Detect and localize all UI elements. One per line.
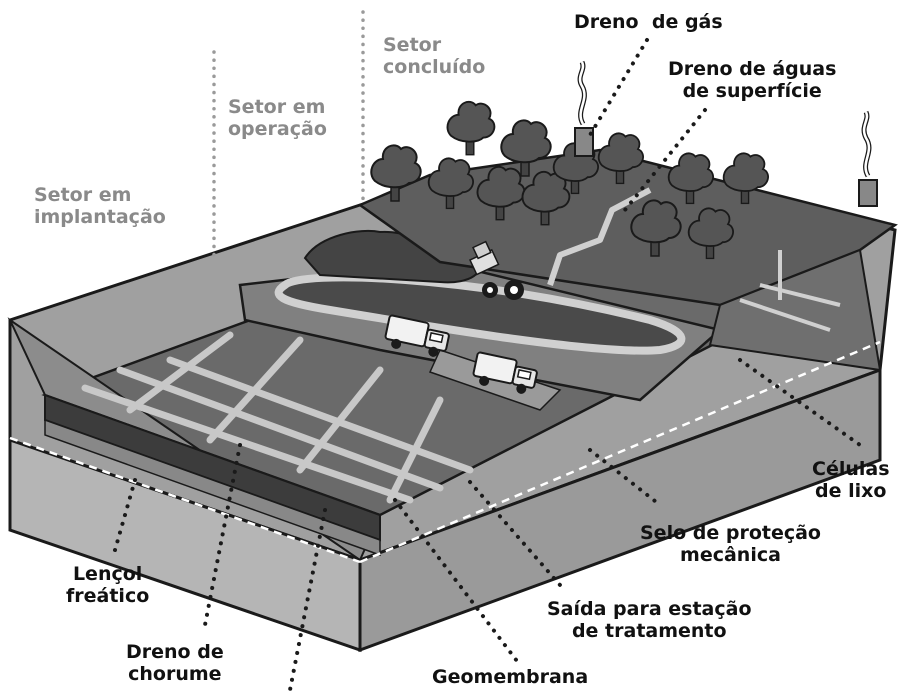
label-dreno-gas: Dreno de gás <box>574 11 723 33</box>
label-setor-operacao: Setor em operação <box>228 96 327 140</box>
label-celulas-lixo: Células de lixo <box>812 458 890 502</box>
label-geomembrana: Geomembrana <box>432 666 589 688</box>
label-lencol-freatico: Lençol freático <box>66 563 150 607</box>
label-selo-protecao: Selo de proteção mecânica <box>640 522 821 566</box>
label-dreno-chorume: Dreno de chorume <box>126 641 224 685</box>
label-setor-concluido: Setor concluído <box>383 34 486 78</box>
label-setor-implantacao: Setor em implantação <box>34 184 166 228</box>
label-dreno-aguas: Dreno de águas de superfície <box>668 58 837 102</box>
label-saida-estacao: Saída para estação de tratamento <box>547 598 752 642</box>
